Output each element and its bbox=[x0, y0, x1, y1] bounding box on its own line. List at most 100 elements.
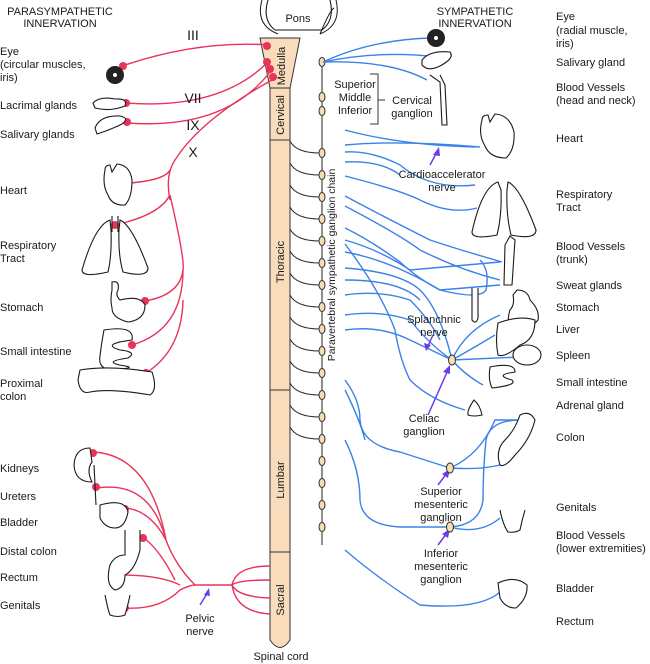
symp-label-bv-lower-1: Blood Vessels bbox=[556, 530, 626, 542]
kidney-icon-left bbox=[73, 447, 93, 483]
splanchnic-label-1: Splanchnic bbox=[407, 314, 461, 326]
pelvic-nerve-arrowhead bbox=[204, 588, 210, 596]
sympathetic-chain-ganglion bbox=[318, 456, 326, 466]
para-label-kidneys: Kidneys bbox=[0, 463, 40, 475]
sympathetic-chain-ganglion bbox=[318, 302, 326, 312]
superior-mesenteric-label-2: mesenteric bbox=[414, 499, 468, 511]
eye-icon-left bbox=[106, 66, 124, 84]
parasympathetic-header-line1: PARASYMPATHETIC bbox=[7, 6, 113, 18]
liver-icon bbox=[495, 317, 536, 357]
pons-label: Pons bbox=[285, 13, 311, 25]
sympathetic-chain-ganglion bbox=[318, 346, 326, 356]
symp-label-eye-1: Eye bbox=[556, 11, 575, 23]
bladder-icon-left bbox=[99, 502, 129, 529]
cervical-ganglion-label-2: ganglion bbox=[391, 108, 433, 120]
sympathetic-chain-ganglion bbox=[318, 170, 326, 180]
heart-icon-right bbox=[479, 113, 515, 159]
splanchnic-arrow bbox=[424, 334, 434, 351]
stomach-icon-left bbox=[110, 281, 146, 323]
chain-connector bbox=[289, 338, 321, 352]
sympathetic-chain-ganglion bbox=[318, 412, 326, 422]
celiac-arrow bbox=[427, 365, 450, 416]
sympathetic-chain-ganglion bbox=[318, 324, 326, 334]
sympathetic-chain-ganglion bbox=[318, 192, 326, 202]
inferior-mesenteric-label-3: ganglion bbox=[420, 574, 462, 586]
symp-label-bv-trunk-1: Blood Vessels bbox=[556, 241, 626, 253]
sympathetic-chain-ganglion bbox=[318, 214, 326, 224]
para-label-respiratory-1: Respiratory bbox=[0, 240, 57, 252]
segment-thoracic: Thoracic bbox=[275, 240, 287, 283]
symp-label-spleen: Spleen bbox=[556, 350, 590, 362]
symp-label-respiratory-2: Tract bbox=[556, 202, 581, 214]
symp-label-bv-lower-2: (lower extremities) bbox=[556, 543, 646, 555]
parasympathetic-header-line2: INNERVATION bbox=[23, 18, 96, 30]
sympathetic-nerves bbox=[322, 37, 521, 607]
sympathetic-chain-ganglion bbox=[318, 522, 326, 532]
sympathetic-chain-ganglion bbox=[318, 236, 326, 246]
segment-sacral: Sacral bbox=[275, 584, 287, 615]
cardioaccelerator-arrow bbox=[429, 147, 440, 166]
celiac-label-1: Celiac bbox=[409, 413, 440, 425]
segment-lumbar: Lumbar bbox=[275, 461, 287, 499]
para-label-heart: Heart bbox=[0, 185, 27, 197]
inferior-mesenteric-label-1: Inferior bbox=[424, 548, 459, 560]
segment-medulla: Medulla bbox=[276, 46, 288, 85]
symp-label-bv-trunk-2: (trunk) bbox=[556, 254, 588, 266]
chain-connector bbox=[289, 360, 321, 374]
chain-connector bbox=[289, 404, 321, 418]
inferior-mesenteric-ganglion bbox=[446, 521, 454, 533]
genitals-icon-left bbox=[104, 594, 131, 618]
para-label-small-intestine: Small intestine bbox=[0, 346, 72, 358]
pelvic-nerve-label-1: Pelvic bbox=[185, 613, 215, 625]
heart-icon-left bbox=[103, 163, 133, 206]
spleen-icon bbox=[512, 344, 542, 366]
inferior-cervical-label: Inferior bbox=[338, 105, 373, 117]
symp-label-liver: Liver bbox=[556, 324, 580, 336]
segment-cervical: Cervical bbox=[275, 95, 287, 135]
symp-label-bv-head-1: Blood Vessels bbox=[556, 82, 626, 94]
cervical-ganglion-label-1: Cervical bbox=[392, 95, 432, 107]
para-label-proximal-colon-1: Proximal bbox=[0, 378, 43, 390]
cranial-nerve-IX: IX bbox=[186, 117, 200, 133]
small-intestine-icon-left bbox=[99, 328, 133, 371]
superior-cervical-label: Superior bbox=[334, 79, 376, 91]
superior-mesenteric-ganglion bbox=[446, 462, 454, 474]
symp-label-heart: Heart bbox=[556, 133, 583, 145]
spinal-cord bbox=[259, 37, 301, 648]
chain-connector bbox=[289, 250, 321, 264]
sympathetic-chain-ganglion bbox=[318, 478, 326, 488]
blood-vessel-trunk-icon bbox=[503, 235, 516, 286]
para-label-proximal-colon-2: colon bbox=[0, 391, 26, 403]
symp-label-bladder: Bladder bbox=[556, 583, 594, 595]
para-label-eye-3: iris) bbox=[0, 72, 18, 84]
sympathetic-chain-ganglion bbox=[318, 280, 326, 290]
celiac-ganglion bbox=[448, 354, 456, 366]
chain-connector bbox=[289, 184, 321, 198]
chain-connector bbox=[289, 382, 321, 396]
pelvic-nerve-label-2: nerve bbox=[186, 626, 214, 638]
superior-mesenteric-label-1: Superior bbox=[420, 486, 462, 498]
cardioaccelerator-label-2: nerve bbox=[428, 182, 456, 194]
symp-label-colon: Colon bbox=[556, 432, 585, 444]
sympathetic-header-line1: SYMPATHETIC bbox=[437, 6, 514, 18]
chain-connector bbox=[289, 140, 321, 154]
para-label-bladder: Bladder bbox=[0, 517, 38, 529]
symp-label-stomach: Stomach bbox=[556, 302, 599, 314]
splanchnic-label-2: nerve bbox=[420, 327, 448, 339]
symp-label-sweat: Sweat glands bbox=[556, 280, 623, 292]
sympathetic-chain-ganglion bbox=[318, 390, 326, 400]
cardioaccelerator-label-1: Cardioaccelerator bbox=[399, 169, 486, 181]
para-label-ureters: Ureters bbox=[0, 491, 37, 503]
para-label-eye-1: Eye bbox=[0, 46, 19, 58]
spinal-cord-label: Spinal cord bbox=[253, 651, 308, 663]
lacrimal-gland-icon bbox=[92, 97, 127, 111]
sympathetic-header-line2: INNERVATION bbox=[438, 18, 511, 30]
symp-label-respiratory-1: Respiratory bbox=[556, 189, 613, 201]
para-label-eye-2: (circular muscles, bbox=[0, 59, 86, 71]
cranial-nerve-VII: VII bbox=[184, 90, 201, 106]
cranial-nerve-III: III bbox=[187, 27, 199, 43]
sympathetic-chain-ganglion bbox=[318, 434, 326, 444]
chain-connector bbox=[289, 272, 321, 286]
symp-label-genitals: Genitals bbox=[556, 502, 597, 514]
sweat-gland-icon bbox=[471, 288, 479, 323]
